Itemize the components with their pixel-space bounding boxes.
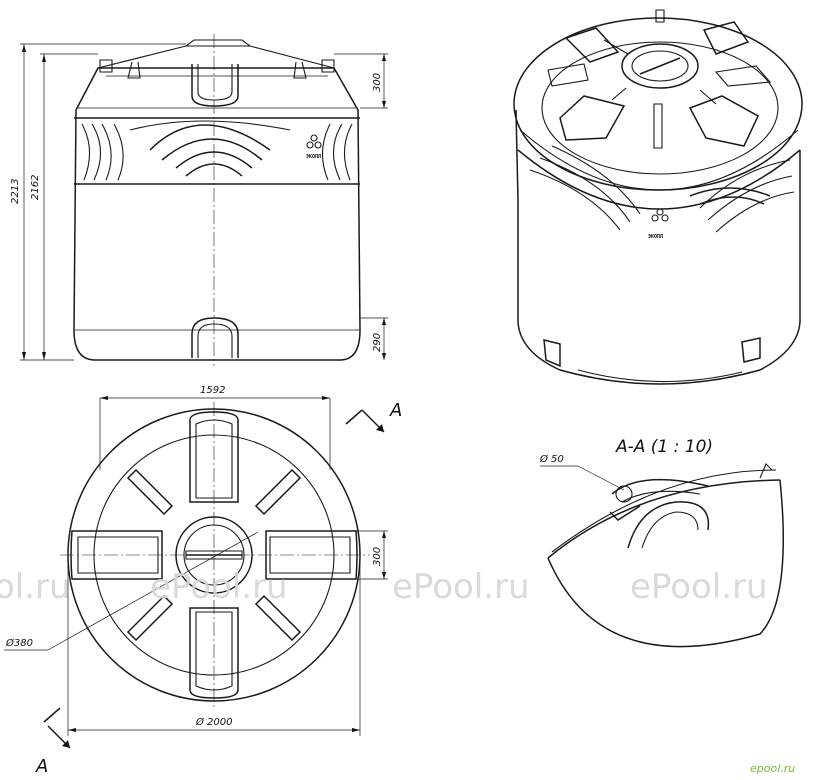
rib-arcs (81, 120, 353, 181)
watermark-3: ePool.ru (630, 567, 768, 607)
section-view: A-A (1 : 10) Ø 50 (539, 437, 784, 648)
iso-brand-emblem: ЭКОПЛ (648, 208, 669, 240)
site-logo: epool.ru (750, 762, 795, 775)
section-marker-top: A (389, 400, 402, 421)
dim-300-hatch: 300 (372, 547, 383, 566)
section-title: A-A (1 : 10) (615, 437, 713, 457)
front-dimensions: 2213 2162 300 290 (10, 43, 388, 361)
plan-view (60, 402, 370, 708)
dim-300-top: 300 (372, 73, 383, 92)
plan-dimensions: 1592 300 Ø 2000 Ø380 A A (4, 385, 402, 777)
watermark-2: ePool.ru (392, 567, 530, 607)
watermark-1: ePool.ru (150, 567, 288, 607)
dim-380: Ø380 (5, 637, 33, 649)
svg-text:ЭКОПЛ: ЭКОПЛ (306, 154, 321, 160)
dim-2162: 2162 (30, 175, 41, 200)
watermark-partial: ol.ru (0, 567, 71, 607)
dim-1592: 1592 (200, 385, 225, 396)
isometric-view: ЭКОПЛ (513, 9, 803, 385)
dim-2000: Ø 2000 (195, 716, 233, 728)
front-view: ЭКОПЛ (73, 34, 361, 366)
dim-50: Ø 50 (539, 453, 564, 465)
dim-2213: 2213 (10, 179, 21, 204)
brand-emblem: ЭКОПЛ (306, 134, 322, 160)
section-marker-bottom: A (35, 756, 48, 777)
iso-rib-arcs (529, 145, 795, 233)
svg-text:ЭКОПЛ: ЭКОПЛ (648, 234, 663, 240)
watermarks: ol.ru ePool.ru ePool.ru ePool.ru (0, 567, 768, 607)
dim-290-bottom: 290 (372, 333, 383, 352)
